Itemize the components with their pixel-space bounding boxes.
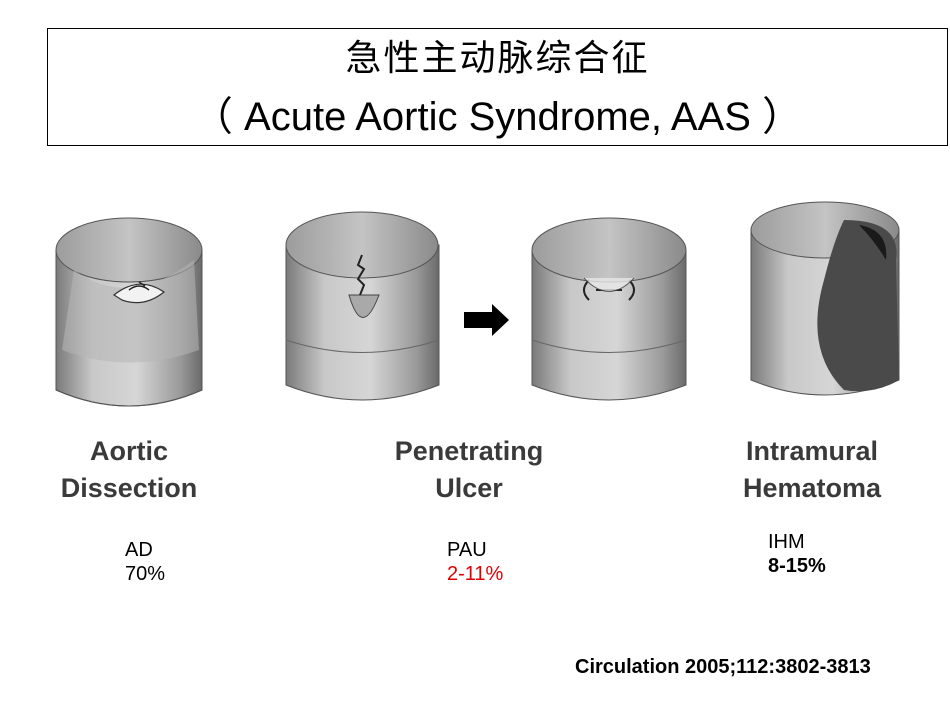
title-english: （ Acute Aortic Syndrome, AAS ） [192, 95, 803, 139]
label-aortic-dissection-line2: Dissection [60, 473, 198, 503]
label-aortic-dissection: Aortic Dissection [44, 433, 214, 507]
progression-arrow [464, 304, 509, 336]
label-intramural-hematoma-line2: Hematoma [742, 473, 882, 503]
label-penetrating-ulcer-line2: Ulcer [435, 473, 503, 503]
stat-pau: PAU 2-11% [447, 538, 503, 586]
label-penetrating-ulcer-line1: Penetrating [394, 436, 544, 466]
stat-ad-abbr: AD [125, 539, 153, 561]
stat-ad-percent: 70% [125, 563, 166, 585]
aortic-dissection-diagram [55, 217, 203, 407]
stat-ihm-abbr: IHM [768, 531, 805, 553]
progressed-ulcer-diagram [531, 217, 687, 401]
citation: Circulation 2005;112:3802-3813 [575, 656, 871, 678]
aorta-diagrams [55, 201, 900, 407]
stat-ihm: IHM 8-15% [768, 530, 826, 578]
intramural-hematoma-diagram [750, 201, 900, 396]
stat-ihm-percent: 8-15% [768, 555, 826, 577]
label-intramural-hematoma: Intramural Hematoma [722, 433, 902, 507]
penetrating-ulcer-diagram [285, 211, 440, 401]
label-penetrating-ulcer: Penetrating Ulcer [374, 433, 564, 507]
aortic-syndrome-illustration: Aortic Dissection Penetrating Ulcer Intr… [44, 200, 912, 520]
stat-pau-percent: 2-11% [447, 563, 504, 585]
stat-pau-abbr: PAU [447, 539, 487, 561]
title-box: 急性主动脉综合征 （ Acute Aortic Syndrome, AAS ） [47, 28, 948, 146]
label-aortic-dissection-line1: Aortic [89, 436, 168, 466]
stat-ad: AD 70% [125, 538, 165, 586]
label-intramural-hematoma-line1: Intramural [745, 436, 879, 466]
title-chinese: 急性主动脉综合征 [345, 38, 650, 79]
